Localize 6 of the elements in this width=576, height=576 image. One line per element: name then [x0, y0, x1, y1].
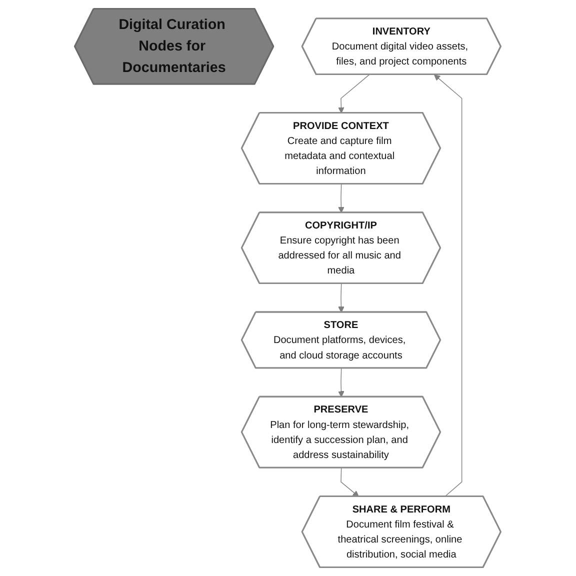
arrow: [434, 74, 462, 497]
arrow: [338, 368, 345, 398]
arrow: [338, 184, 345, 213]
arrow: [338, 74, 370, 114]
arrow: [340, 468, 360, 497]
arrow: [338, 283, 345, 313]
